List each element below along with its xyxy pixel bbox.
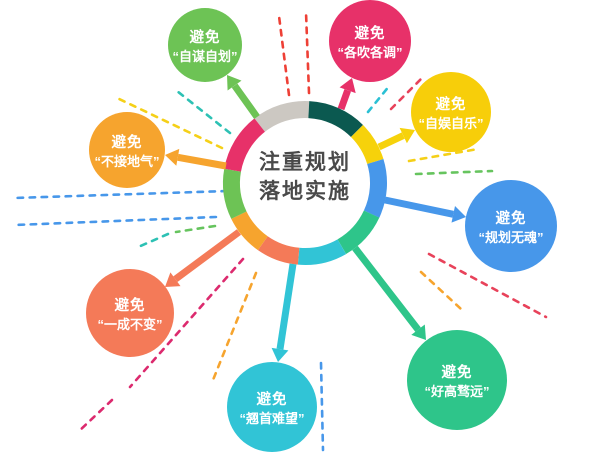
- bubble-circle-haogao-wuyuan: [407, 330, 507, 430]
- dashed-ray: [134, 232, 170, 250]
- bubble-qiaoshou-nanwang: 避免 “翘首难望”: [227, 362, 317, 452]
- ring-segment-cyan: [297, 239, 347, 265]
- dashed-ray: [277, 14, 291, 97]
- bubble-label-line1: 避免: [112, 133, 143, 151]
- bubble-label-line1: 避免: [190, 28, 221, 46]
- dashed-ray: [419, 270, 463, 311]
- arrow-head-yicheng-bubian: [165, 272, 181, 287]
- ring-segment-blue: [363, 159, 387, 218]
- arrow-shaft-qiaoshou-nanwang: [276, 263, 297, 350]
- arrow-shaft-zimou-zihua: [231, 83, 260, 120]
- dashed-ray: [211, 271, 258, 382]
- dashed-ray: [174, 224, 217, 234]
- bubble-yicheng-bubian: 避免 “一成不变”: [86, 269, 174, 357]
- center-title-line1: 注重规划: [259, 150, 351, 174]
- dashed-ray: [427, 252, 548, 319]
- bubble-circle-qiaoshou-nanwang: [227, 362, 317, 452]
- arrow-shaft-ziyu-zile: [377, 132, 405, 151]
- ring-segment-coral: [257, 236, 300, 265]
- bubble-circle-bujie-diqi: [89, 112, 165, 188]
- bubble-label-line2: “翘首难望”: [239, 411, 304, 426]
- dashed-ray: [76, 398, 114, 434]
- bubble-circle-zimou-zihua: [168, 8, 242, 82]
- ring-segment-pink: [224, 118, 266, 173]
- dashed-ray: [407, 147, 480, 163]
- dashed-ray: [113, 95, 224, 150]
- ring-segment-light-green: [222, 168, 247, 219]
- arrow-shaft-gechui-gediao: [337, 89, 351, 111]
- bubble-zimou-zihua: 避免 “自谋自划”: [168, 8, 242, 82]
- bubble-guihua-wuhun: 避免 “规划无魂”: [465, 180, 557, 272]
- arrow-head-qiaoshou-nanwang: [271, 347, 289, 362]
- ring-segment-yellow: [350, 124, 384, 165]
- arrow-shaft-yicheng-bubian: [173, 229, 242, 283]
- ring-segment-emerald: [337, 210, 380, 255]
- arrow-head-haogao-wuyuan: [411, 324, 426, 340]
- bubble-circle-guihua-wuhun: [465, 180, 557, 272]
- bubble-circle-ziyu-zile: [411, 72, 491, 152]
- bubble-circle-yicheng-bubian: [86, 269, 174, 357]
- arrow-shaft-bujie-diqi: [177, 153, 227, 170]
- dashed-ray: [12, 189, 229, 200]
- arrow-head-bujie-diqi: [165, 148, 180, 166]
- bubble-label-line2: “不接地气”: [94, 154, 159, 169]
- center-title-line2: 落地实施: [259, 179, 351, 203]
- dashed-ray: [366, 83, 392, 114]
- bubble-label-line2: “自娱自乐”: [418, 116, 483, 131]
- bubble-bujie-diqi: 避免 “不接地气”: [89, 112, 165, 188]
- bubble-label-line2: “各吹各调”: [337, 45, 402, 60]
- dashed-ray: [304, 10, 311, 95]
- bubble-gechui-gediao: 避免 “各吹各调”: [329, 0, 411, 82]
- dashed-ray: [389, 77, 423, 111]
- bubble-label-line2: “一成不变”: [97, 317, 162, 332]
- dashed-ray: [319, 361, 325, 452]
- arrow-head-guihua-wuhun: [451, 206, 466, 223]
- arrow-head-gechui-gediao: [339, 78, 356, 94]
- arrow-shaft-guihua-wuhun: [384, 196, 455, 218]
- bubble-label-line1: 避免: [496, 209, 527, 227]
- bubble-label-line1: 避免: [355, 24, 386, 42]
- bubble-haogao-wuyuan: 避免 “好高骛远”: [407, 330, 507, 430]
- dashed-ray: [128, 257, 245, 389]
- arrow-head-ziyu-zile: [399, 127, 415, 144]
- arrow-shaft-haogao-wuyuan: [352, 245, 421, 332]
- dashed-ray: [175, 89, 232, 135]
- bubble-label-line1: 避免: [115, 296, 146, 314]
- ring-segment-gray: [254, 101, 310, 132]
- dashed-ray: [414, 169, 494, 176]
- bubble-label-line2: “自谋自划”: [172, 49, 237, 64]
- bubble-circle-gechui-gediao: [329, 0, 411, 82]
- ring-segment-orange: [231, 211, 268, 251]
- bubble-label-line1: 避免: [442, 363, 473, 381]
- bubble-label-line2: “好高骛远”: [424, 384, 489, 399]
- bubble-label-line2: “规划无魂”: [478, 230, 543, 245]
- bubble-ziyu-zile: 避免 “自娱自乐”: [411, 72, 491, 152]
- bubble-label-line1: 避免: [436, 95, 467, 113]
- arrow-head-zimou-zihua: [227, 75, 242, 91]
- bubble-label-line1: 避免: [257, 390, 288, 408]
- ring-segment-dark-teal: [308, 101, 364, 138]
- dashed-ray: [13, 215, 218, 227]
